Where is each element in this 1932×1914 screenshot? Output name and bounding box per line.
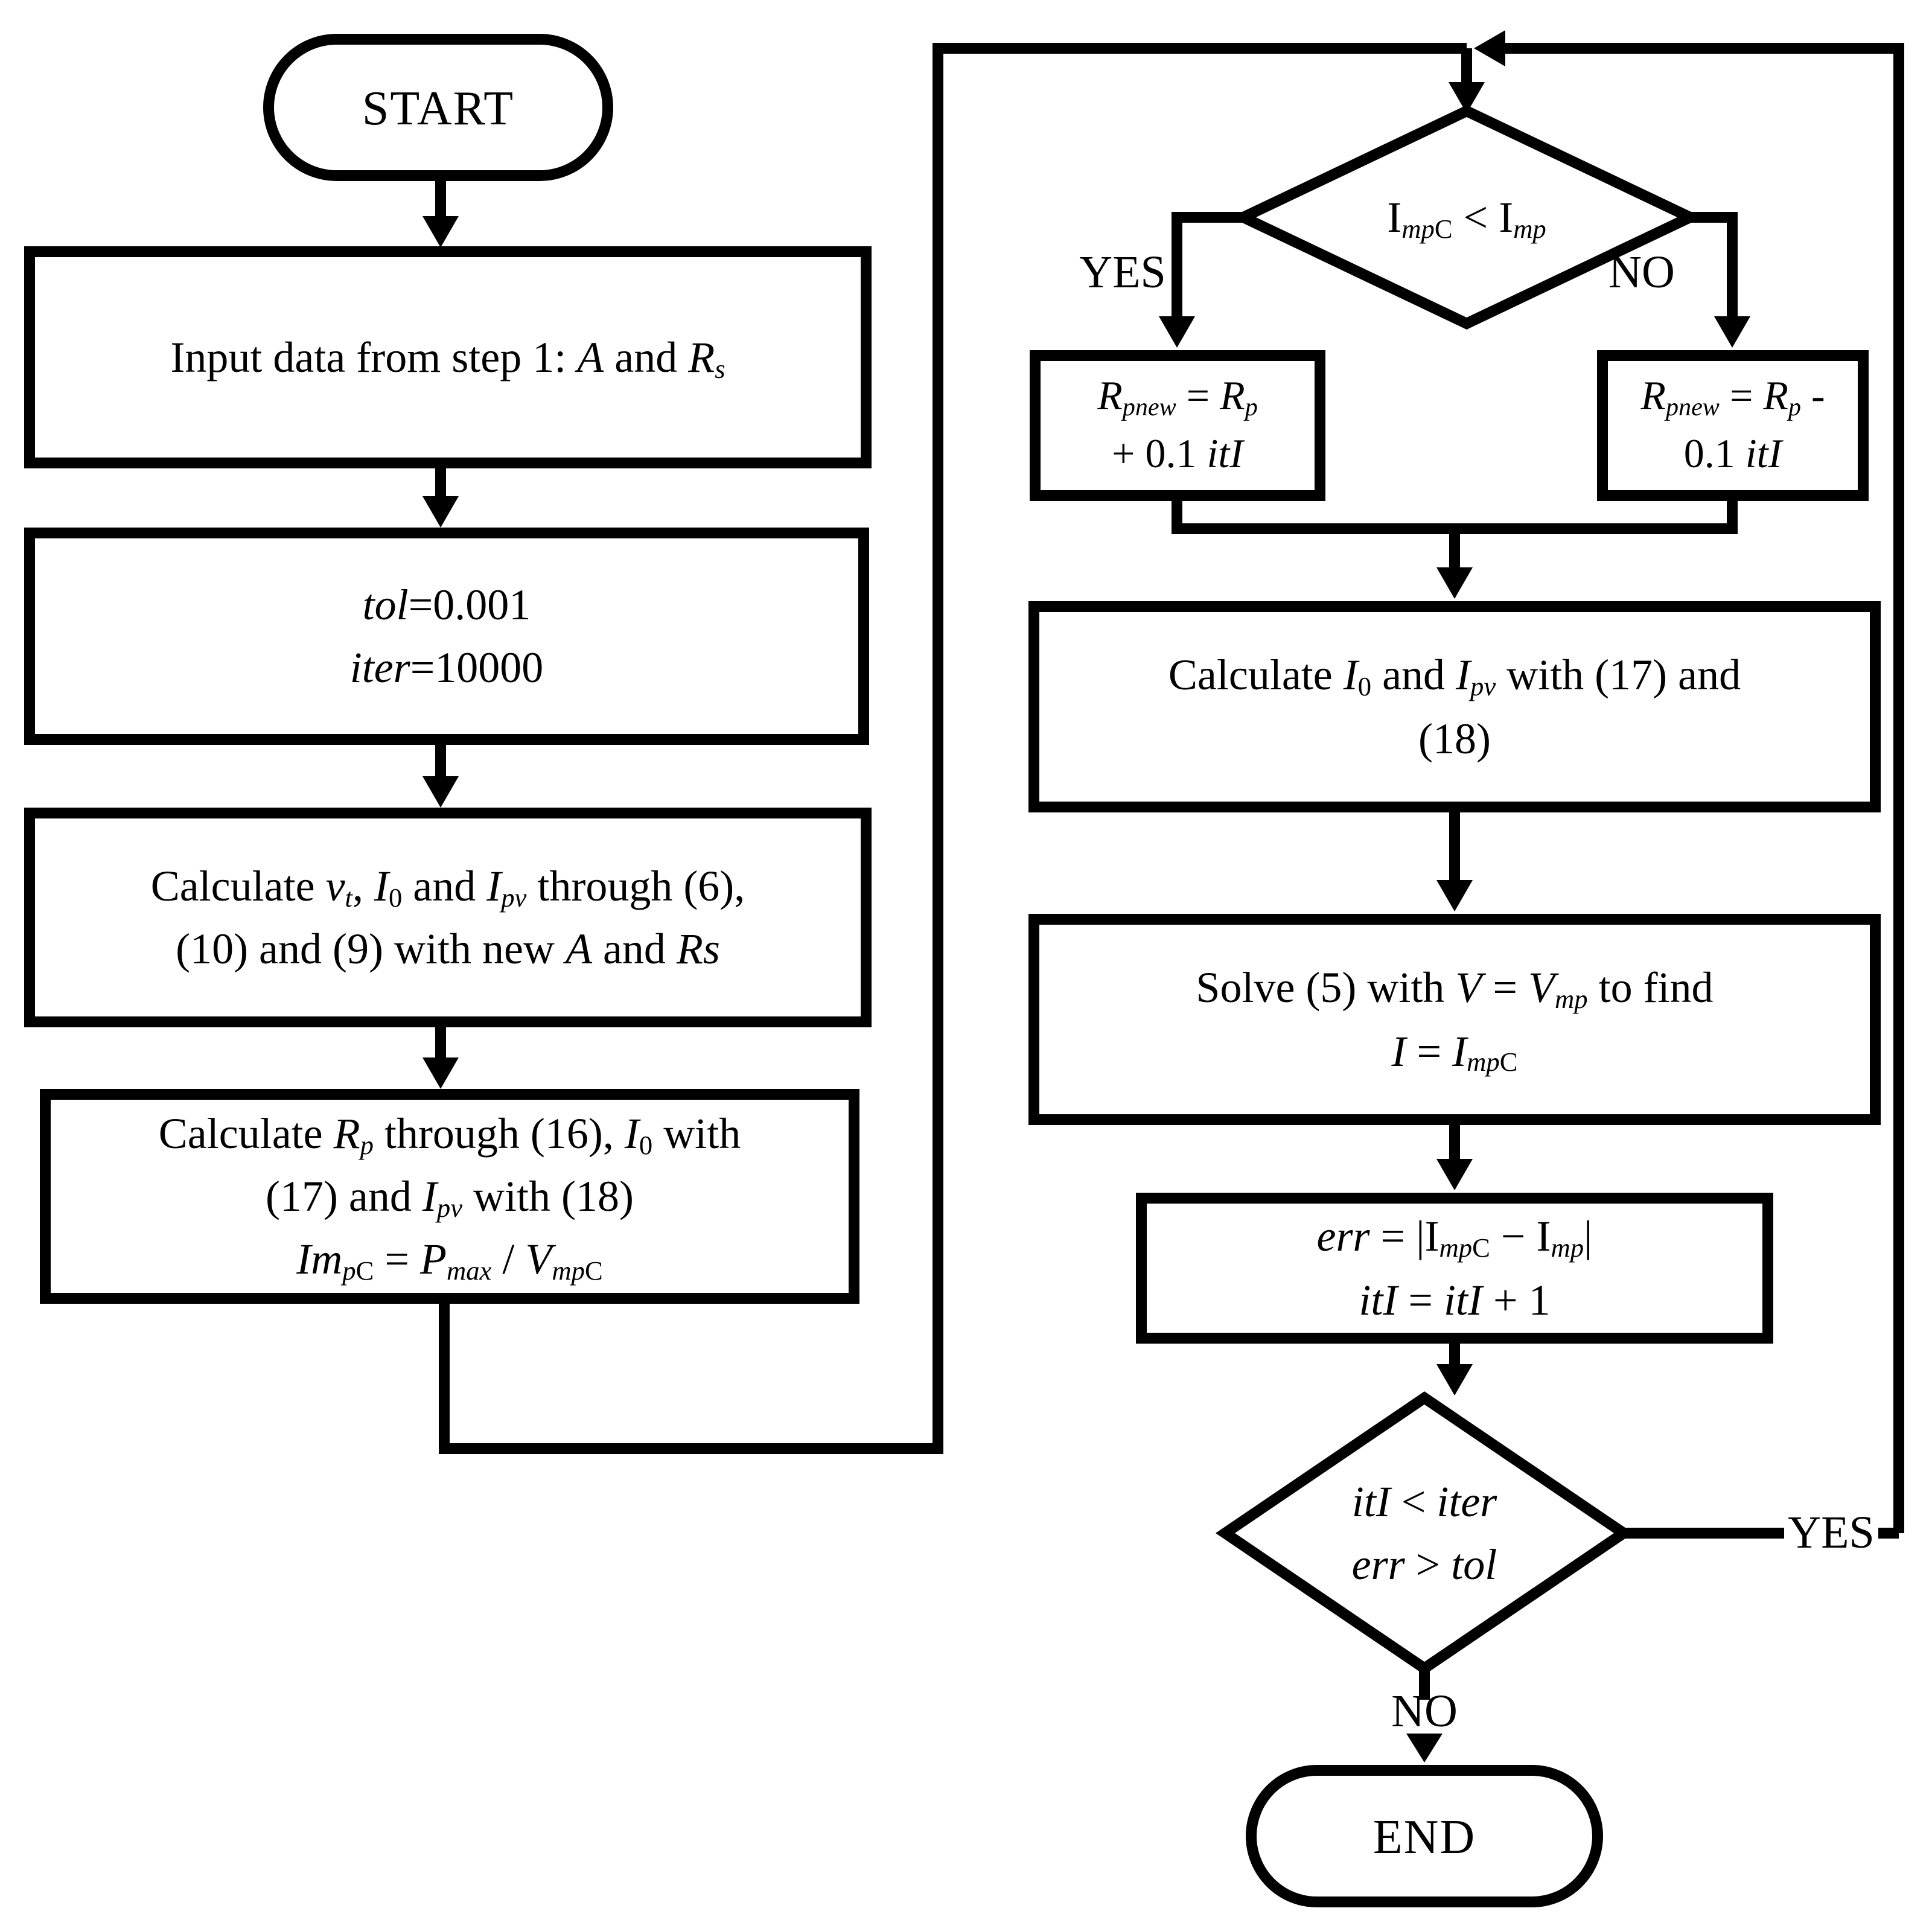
decision1-label: ImpC < Imp: [1387, 193, 1546, 244]
arrowhead-down-icon: [1436, 1364, 1473, 1396]
end-label: END: [1372, 1809, 1476, 1863]
arrowhead-down-icon: [422, 216, 459, 247]
decision1-no-label: NO: [1608, 247, 1675, 298]
arrowhead-down-icon: [1449, 82, 1485, 113]
arrowhead-down-icon: [1159, 316, 1195, 348]
start-label: START: [362, 80, 515, 135]
edge-decision1-yes: [1172, 212, 1243, 319]
arrowhead-down-icon: [1714, 316, 1750, 348]
arrowhead-down-icon: [422, 1057, 459, 1089]
arrowhead-down-icon: [422, 496, 459, 528]
edge-calcrp-to-top-junction: [439, 43, 1467, 1454]
edge-merge: [1172, 501, 1738, 534]
rp-minus-box: Rpnew = Rp -0.1 itI: [1597, 350, 1869, 501]
arrowhead-down-icon: [1406, 1734, 1443, 1762]
error-update-box: err = |ImpC − Imp|itI = itI + 1: [1136, 1193, 1773, 1344]
arrowhead-down-icon: [1436, 1159, 1473, 1190]
edge-loopback: [1503, 43, 1904, 1533]
input-data-box: Input data from step 1: A and Rs: [24, 246, 872, 468]
calc-rp-box: Calculate Rp through (16), I0 with(17) a…: [40, 1089, 859, 1304]
edge-decision1-no: [1690, 212, 1738, 319]
decision1-diamond: [1231, 105, 1703, 330]
arrowhead-down-icon: [422, 776, 459, 808]
arrowhead-down-icon: [1436, 880, 1473, 911]
decision1-yes-label: YES: [1079, 247, 1166, 298]
calc-vt-i0-ipv-box: Calculate vt, I0 and Ipv through (6),(10…: [24, 808, 872, 1027]
decision2-yes-label: YES: [1788, 1508, 1875, 1558]
arrowhead-left-icon: [1474, 30, 1505, 66]
arrowhead-down-icon: [1436, 567, 1473, 599]
decision2-no-label: NO: [1391, 1686, 1458, 1737]
end-node: END: [1246, 1765, 1603, 1907]
decision2-diamond: [1215, 1391, 1634, 1675]
rp-plus-box: Rpnew = Rp+ 0.1 itI: [1030, 350, 1325, 501]
calc-i0-ipv-box: Calculate I0 and Ipv with (17) and(18): [1028, 601, 1881, 812]
start-node: START: [263, 34, 613, 181]
